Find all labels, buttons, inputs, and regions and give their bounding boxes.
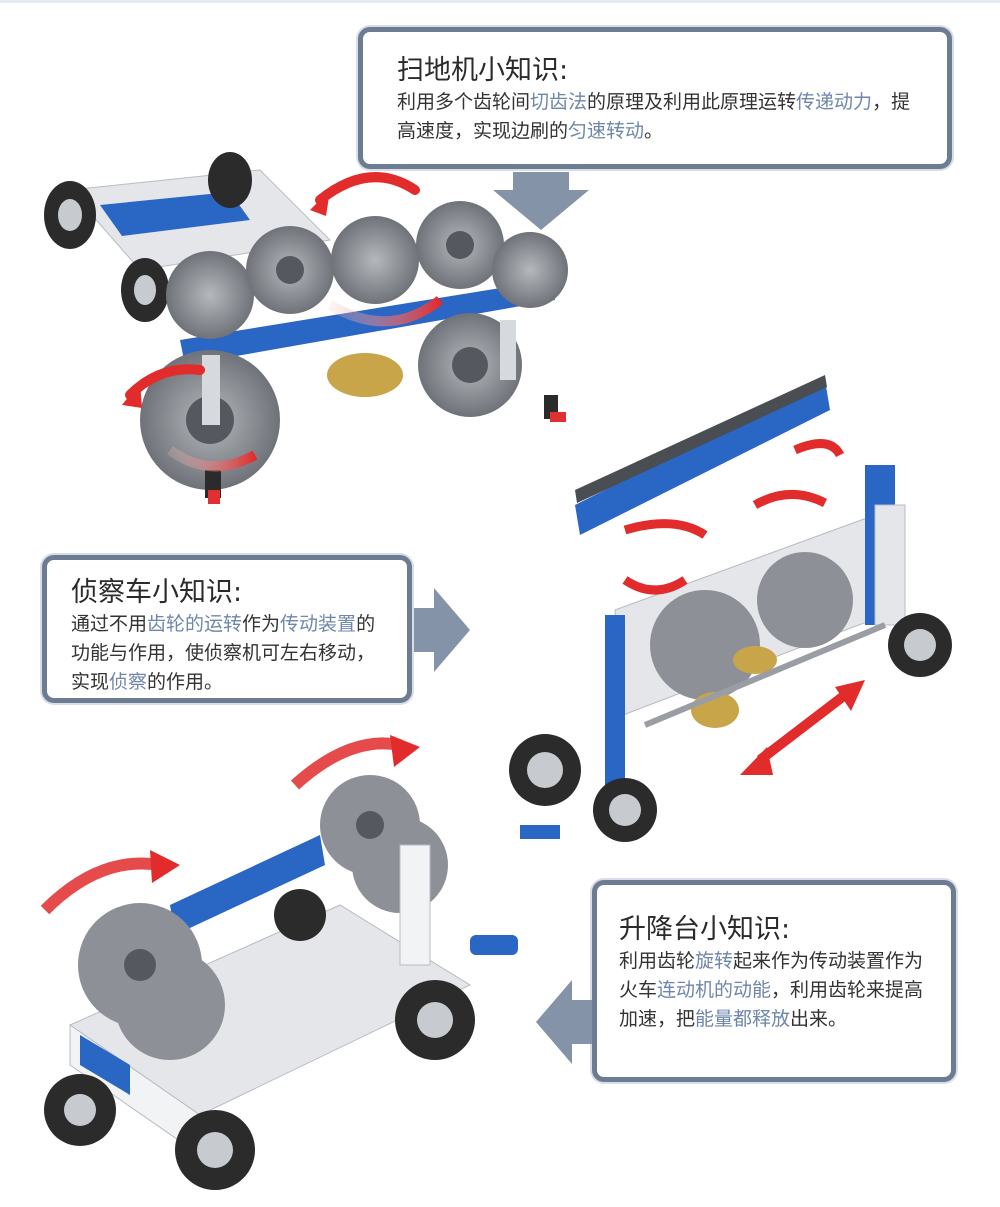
highlight-text: 传动装置 — [280, 613, 357, 635]
pointer-arrow-left-icon — [536, 980, 592, 1064]
sweeper-model-illustration — [44, 152, 568, 504]
scout-model-illustration — [509, 375, 952, 842]
body-text: 起来作为传动装置作为火车 — [619, 950, 924, 1001]
highlight-text: 切齿法 — [530, 91, 588, 113]
body-text: 通过不用 — [71, 613, 148, 635]
lift-card-body: 利用齿轮旋转起来作为传动装置作为火车连动机的动能，利用齿轮来提高加速，把能量都释… — [619, 947, 937, 1034]
body-text: ，提高速度，实现边刷的 — [397, 91, 911, 142]
highlight-text: 侦察 — [109, 671, 148, 693]
sweeper-card-body: 利用多个齿轮间切齿法的原理及利用此原理运转传递动力，提高速度，实现边刷的匀速转动… — [397, 88, 917, 146]
highlight-text: 连动机的动能 — [657, 979, 772, 1001]
highlight-text: 匀速转动 — [568, 120, 645, 142]
highlight-text: 齿轮的运转 — [147, 613, 243, 635]
scout-card-title: 侦察车小知识: — [71, 577, 243, 608]
pointer-arrow-down-icon — [493, 172, 589, 230]
scout-knowledge-card: 侦察车小知识: 通过不用齿轮的运转作为传动装置的功能与作用，使侦察机可左右移动，… — [42, 555, 412, 703]
highlight-text: 旋转 — [695, 950, 734, 972]
top-divider — [0, 0, 1000, 3]
lift-knowledge-card: 升降台小知识: 利用齿轮旋转起来作为传动装置作为火车连动机的动能，利用齿轮来提高… — [592, 880, 956, 1082]
lift-model-illustration — [40, 735, 518, 1190]
body-text: 的原理及利用此原理运转 — [587, 91, 797, 113]
body-text: 的作用。 — [147, 671, 224, 693]
lift-card-title: 升降台小知识: — [619, 914, 791, 945]
sweeper-knowledge-card: 扫地机小知识: 利用多个齿轮间切齿法的原理及利用此原理运转传递动力，提高速度，实… — [358, 27, 952, 169]
scout-card-body: 通过不用齿轮的运转作为传动装置的功能与作用，使侦察机可左右移动，实现侦察的作用。 — [71, 610, 391, 697]
body-text: 出来。 — [790, 1008, 848, 1030]
highlight-text: 能量都释放 — [695, 1008, 791, 1030]
pointer-arrow-right-icon — [414, 588, 470, 672]
body-text: 作为 — [242, 613, 281, 635]
body-text: 。 — [644, 120, 664, 142]
body-text: 利用齿轮 — [619, 950, 696, 972]
sweeper-card-title: 扫地机小知识: — [397, 55, 569, 86]
body-text: 利用多个齿轮间 — [397, 91, 531, 113]
body-text: ，利用齿轮来提高加速，把 — [619, 979, 924, 1030]
highlight-text: 传递动力 — [796, 91, 873, 113]
body-text: 的功能与作用，使侦察机可左右移动，实现 — [71, 613, 376, 693]
